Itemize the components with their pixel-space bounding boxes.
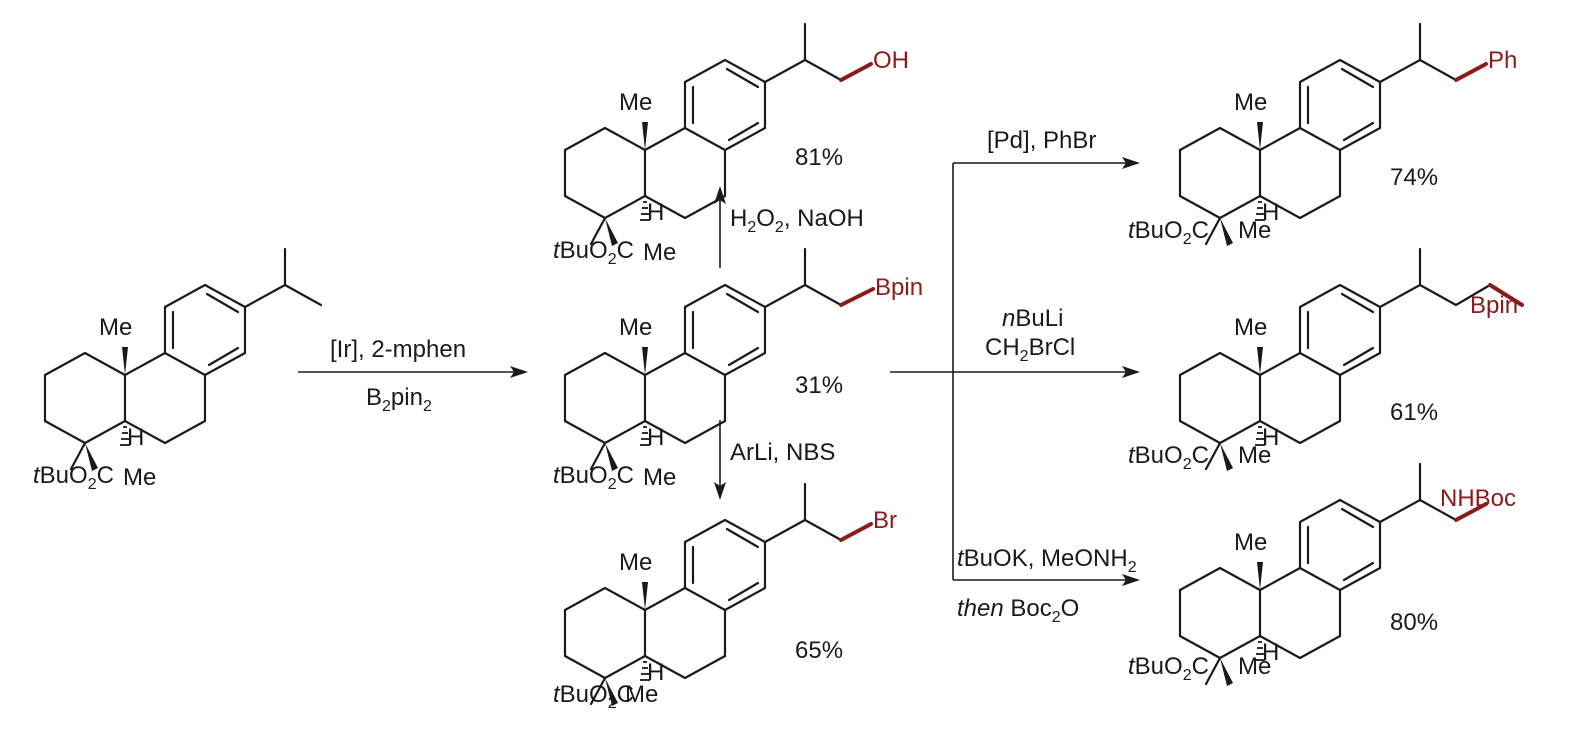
ester-label: tBuO2C (1128, 442, 1209, 473)
me2-label: Me (643, 239, 676, 266)
me2-label: Me (643, 464, 676, 491)
h-label: H (127, 424, 144, 451)
molecule-ph: Ph Me H tBuO2C Me 74% (1128, 22, 1517, 248)
arrow-borylation: [Ir], 2-mphen B2pin2 (298, 336, 528, 415)
group-label: OH (873, 47, 909, 74)
me-label: Me (619, 314, 652, 341)
amination-bottom-label: then Boc2O (957, 595, 1079, 626)
me2-label: Me (1238, 653, 1271, 680)
me-label: Me (619, 89, 652, 116)
group-label: Bpin (875, 274, 923, 301)
bromination-label: ArLi, NBS (730, 439, 835, 466)
h-label: H (1262, 424, 1279, 451)
arrow-oxidation: H2O2, NaOH (714, 186, 864, 268)
h-label: H (647, 659, 664, 686)
homologation-bottom-label: CH2BrCl (985, 334, 1075, 365)
me-label: Me (1234, 89, 1267, 116)
borylation-top-label: [Ir], 2-mphen (330, 336, 466, 363)
ester-label: tBuO2C (1128, 217, 1209, 248)
me-label: Me (99, 314, 132, 341)
h-label: H (1262, 639, 1279, 666)
h-label: H (1262, 199, 1279, 226)
group-label: NHBoc (1440, 485, 1516, 512)
molecule-homologated-bpin: Bpin Me H tBuO2C Me 61% (1128, 247, 1524, 473)
yield-label: 81% (795, 144, 843, 171)
me-label: Me (1234, 314, 1267, 341)
oxidation-label: H2O2, NaOH (730, 205, 864, 236)
me2-label: Me (1238, 442, 1271, 469)
ester-label: tBuO2C (1128, 653, 1209, 684)
molecule-br: Br Me H tBuO2C Me 65% (553, 482, 897, 712)
yield-label: 74% (1390, 164, 1438, 191)
ester-label: tBuO2C (33, 462, 114, 493)
ester-label: tBuO2C (553, 462, 634, 493)
ester-label: tBuO2C (553, 681, 634, 712)
arrow-bromination: ArLi, NBS (714, 420, 835, 500)
molecule-oh: OH Me H tBuO2C Me 81% (553, 22, 909, 268)
h-label: H (647, 199, 664, 226)
me-label: Me (619, 549, 652, 576)
ester-label: tBuO2C (553, 237, 634, 268)
yield-label: 65% (795, 637, 843, 664)
me-label: Me (1234, 529, 1267, 556)
arrow-branch: [Pd], PhBr nBuLi CH2BrCl tBuOK, MeONH2 t… (890, 127, 1140, 626)
group-label: Bpin (1470, 292, 1518, 319)
yield-label: 80% (1390, 609, 1438, 636)
molecule-start: Me H tBuO2C Me (33, 247, 323, 493)
borylation-bottom-label: B2pin2 (366, 384, 432, 415)
me2-label: Me (625, 681, 658, 708)
yield-label: 31% (795, 372, 843, 399)
molecule-bpin: Bpin Me H tBuO2C Me 31% (553, 247, 923, 493)
me2-label: Me (1238, 217, 1271, 244)
molecule-nhboc: NHBoc Me H tBuO2C Me 80% (1128, 462, 1516, 688)
group-label: Ph (1488, 47, 1517, 74)
h-label: H (647, 424, 664, 451)
arylation-label: [Pd], PhBr (987, 127, 1096, 154)
homologation-top-label: nBuLi (1002, 305, 1063, 332)
amination-top-label: tBuOK, MeONH2 (957, 545, 1137, 576)
me2-label: Me (123, 464, 156, 491)
yield-label: 61% (1390, 399, 1438, 426)
group-label: Br (873, 507, 897, 534)
